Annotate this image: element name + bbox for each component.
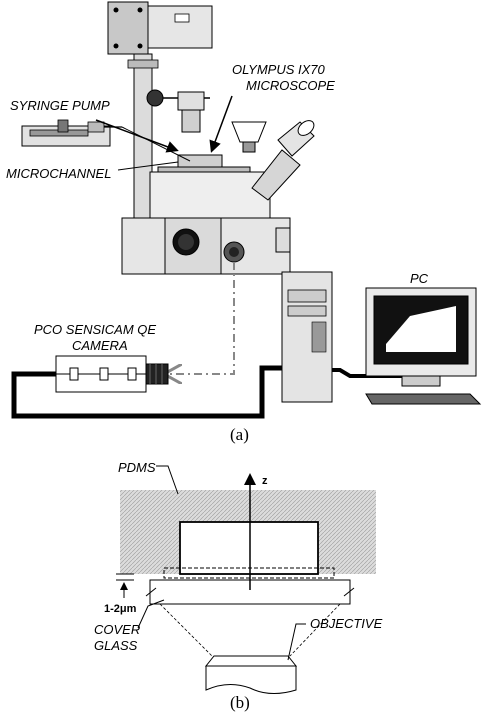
microscope [107, 1, 315, 275]
pdms-label: PDMS [118, 460, 156, 475]
microchannel-cavity [179, 521, 319, 575]
cover-glass-leader [137, 599, 165, 629]
microchannel-leader [117, 161, 179, 171]
syringe-pump [21, 119, 122, 147]
camera-label-line1: PCO SENSICAM QE [34, 322, 156, 337]
syringe-leader [95, 119, 179, 153]
break-mark-right [343, 587, 355, 597]
pc-tower [281, 271, 333, 403]
tubing [121, 126, 191, 162]
objective-lens [204, 655, 298, 694]
panel-a: SYRINGE PUMP OLYMPUS IX70 MICROSCOPE MIC… [6, 1, 482, 444]
pdms-leader [156, 465, 179, 495]
z-axis-label: z [262, 475, 268, 487]
objective-leader [287, 623, 306, 661]
cover-glass-label-line2: GLASS [94, 638, 138, 653]
break-mark-left [145, 587, 157, 597]
focal-plane [163, 567, 335, 579]
light-cone-left [159, 603, 213, 657]
gap-label: 1-2μm [104, 603, 137, 615]
objective-label: OBJECTIVE [310, 616, 383, 631]
microscope-label-line1: OLYMPUS IX70 [232, 62, 326, 77]
panel-b-caption: (b) [230, 693, 250, 712]
camera-label-line2: CAMERA [72, 338, 128, 353]
microchannel-label: MICROCHANNEL [6, 166, 111, 181]
camera [55, 355, 169, 393]
syringe-pump-label: SYRINGE PUMP [10, 98, 110, 113]
light-cone-right [289, 603, 341, 657]
cover-glass-label-line1: COVER [94, 622, 140, 637]
microscope-label-line2: MICROSCOPE [246, 78, 335, 93]
panel-a-caption: (a) [230, 425, 249, 444]
camera-cable [11, 365, 282, 419]
panel-b: z 1-2μm PDMS COVER GLASS OBJECTIVE (b) [94, 460, 383, 712]
pc-monitor [365, 287, 482, 405]
pc-label: PC [410, 271, 429, 286]
optical-path [168, 262, 235, 374]
microscope-leader [209, 95, 233, 153]
